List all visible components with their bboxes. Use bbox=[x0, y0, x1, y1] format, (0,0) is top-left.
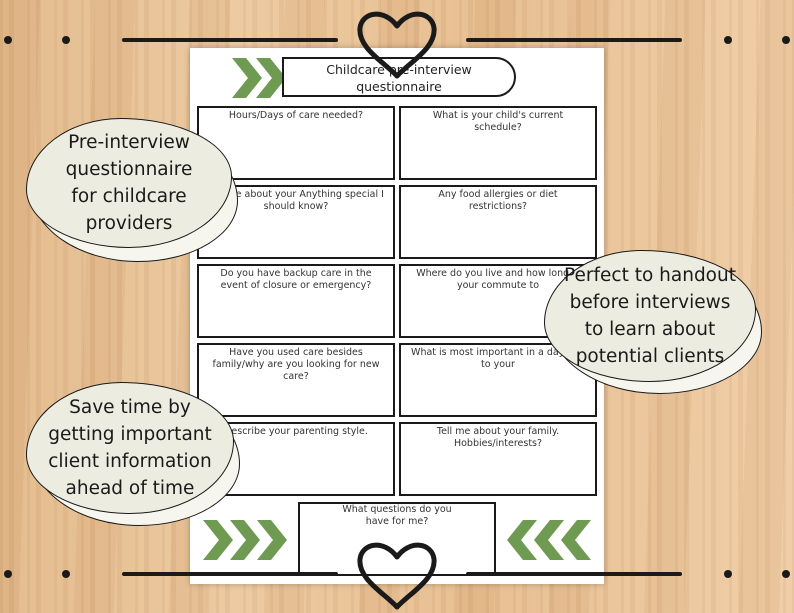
chevron-right-icon bbox=[203, 520, 287, 560]
callout-line: Pre-interview bbox=[68, 132, 190, 153]
callout-line: providers bbox=[85, 213, 173, 234]
question-used-care: Have you used care besides family/why ar… bbox=[197, 343, 395, 417]
callout-line: getting important bbox=[48, 424, 212, 445]
question-backup-care: Do you have backup care in the event of … bbox=[197, 264, 395, 338]
dot-icon bbox=[4, 36, 790, 578]
callout-line: to learn about bbox=[584, 319, 716, 340]
callout-line: client information bbox=[48, 451, 212, 472]
title-line-2: questionnaire bbox=[356, 79, 442, 94]
callout-line: potential clients bbox=[575, 346, 725, 367]
question-schedule: What is your child's current schedule? bbox=[399, 106, 597, 180]
page-title: Childcare pre-interview questionnaire bbox=[282, 57, 516, 97]
heart-icon bbox=[357, 11, 437, 79]
callout-pre-interview: Pre-interview questionnaire for childcar… bbox=[26, 118, 232, 248]
callout-perfect-handout: Perfect to handout before interviews to … bbox=[544, 250, 756, 382]
callout-save-time: Save time by getting important client in… bbox=[26, 382, 234, 514]
question-family: Tell me about your family. Hobbies/inter… bbox=[399, 422, 597, 496]
title-line-1: Childcare pre-interview bbox=[326, 62, 472, 77]
callout-line: questionnaire bbox=[65, 159, 193, 180]
callout-line: ahead of time bbox=[65, 478, 195, 499]
chevron-right-icon bbox=[232, 58, 286, 98]
callout-line: before interviews bbox=[569, 292, 731, 313]
callout-line: Perfect to handout bbox=[564, 265, 736, 286]
callout-line: for childcare bbox=[71, 186, 187, 207]
callout-line: Save time by bbox=[69, 397, 191, 418]
question-your-questions: What questions do you have for me? bbox=[298, 502, 496, 576]
chevron-left-icon bbox=[507, 520, 591, 560]
question-allergies: Any food allergies or diet restrictions? bbox=[399, 185, 597, 259]
heart-icon bbox=[357, 542, 437, 610]
